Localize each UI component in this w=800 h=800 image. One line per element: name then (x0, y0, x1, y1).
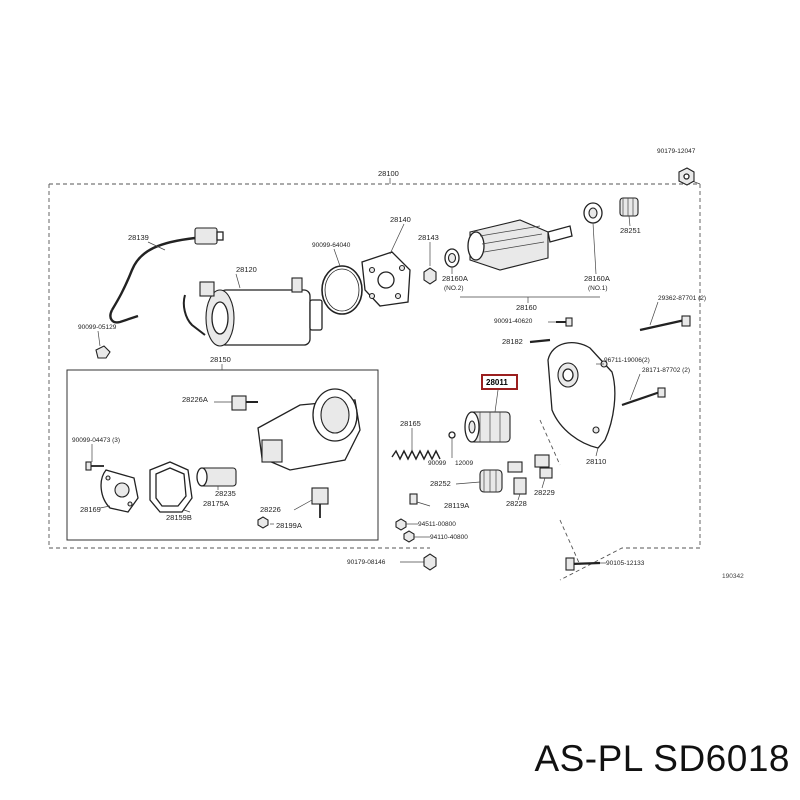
screw-90099-04473 (85, 461, 104, 471)
label-12009: 12009 (455, 460, 473, 467)
label-28229: 28229 (534, 488, 555, 497)
dashed-link-28110 (539, 419, 561, 466)
dashed-link-bolt (559, 519, 581, 566)
gear-28252 (479, 469, 503, 493)
solenoid-housing-28150 (257, 388, 361, 471)
bolt-28171 (621, 387, 666, 407)
label-90099-05129: 90099-05129 (78, 324, 117, 331)
subassembly-box-28150 (66, 369, 379, 541)
label-no1: (NO.1) (588, 285, 608, 292)
gear-28251 (619, 197, 639, 217)
label-28011: 28011 (486, 378, 508, 387)
label-no2: (NO.2) (444, 285, 464, 292)
label-28150: 28150 (210, 355, 231, 364)
label-28182: 28182 (502, 337, 523, 346)
label-96711: 96711-19006(2) (604, 357, 650, 364)
cover-28159B (149, 461, 193, 513)
assembly-frame-28100 (49, 183, 701, 581)
label-28171: 28171-87702 (2) (642, 367, 690, 374)
nut-90179-12047 (678, 167, 695, 186)
label-28160A-no2: 28160A (442, 274, 468, 283)
label-94110: 94110-40800 (430, 534, 468, 541)
fastener-28119A (409, 493, 418, 505)
spring-28165 (391, 449, 441, 461)
highlight-box-28011 (481, 374, 518, 390)
washer-28143 (423, 267, 437, 285)
label-90099-64040: 90099-64040 (312, 242, 351, 249)
label-29362: 29362-87701 (2) (658, 295, 706, 302)
label-28175A: 28175A (203, 499, 229, 508)
label-90091-40620: 90091-40620 (494, 318, 533, 325)
fastener-94511 (395, 518, 407, 531)
label-28226A: 28226A (182, 395, 208, 404)
o-ring-90099-64040 (321, 265, 363, 315)
label-28226: 28226 (260, 505, 281, 514)
terminal-28226 (311, 487, 329, 518)
label-90105: 90105-12133 (606, 560, 645, 567)
through-bolt-29362 (639, 315, 691, 332)
label-28120: 28120 (236, 265, 257, 274)
bolt-90105-12133 (565, 557, 601, 571)
product-caption: AS-PL SD6018 (534, 738, 790, 779)
armature-28160 (467, 219, 573, 271)
plunger-28235 (196, 467, 237, 487)
label-28199A: 28199A (276, 521, 302, 530)
nut-90179-08146 (423, 553, 437, 571)
plate-28169 (100, 469, 139, 513)
retainer-90099-12009 (448, 431, 456, 439)
label-28165: 28165 (400, 419, 421, 428)
bearing-28160A-no1 (583, 202, 603, 224)
label-90179-08146: 90179-08146 (347, 559, 386, 566)
label-28110: 28110 (586, 457, 606, 466)
label-28251: 28251 (620, 226, 641, 235)
label-28235: 28235 (215, 489, 236, 498)
label-28252: 28252 (430, 479, 451, 488)
label-28160: 28160 (516, 303, 537, 312)
terminal-28226A (231, 395, 258, 411)
screw-90091-40620 (556, 317, 573, 327)
bearing-28160A-no2 (444, 248, 460, 268)
reference-code: 190342 (722, 573, 744, 580)
clutch-pinion-28011 (464, 389, 511, 443)
label-28169: 28169 (80, 505, 101, 514)
housing-28110 (547, 342, 616, 449)
fastener-94110 (403, 530, 415, 543)
label-28160A-no1: 28160A (584, 274, 610, 283)
pin-28182 (529, 338, 551, 344)
wire-lead-28139 (109, 227, 224, 324)
label-90179-12047: 90179-12047 (657, 148, 696, 155)
retainer-28228 (507, 461, 527, 495)
clip-90099-05129 (95, 345, 111, 359)
label-90099: 90099 (428, 460, 446, 467)
washer-28199A (257, 516, 269, 529)
label-28119A: 28119A (444, 501, 469, 510)
label-28143: 28143 (418, 233, 439, 242)
label-28100: 28100 (378, 169, 399, 178)
retainer-28229 (534, 454, 553, 479)
label-28228: 28228 (506, 499, 527, 508)
magnetic-switch-28120 (182, 277, 323, 347)
plate-28140 (361, 251, 411, 307)
label-28139: 28139 (128, 233, 149, 242)
label-28140: 28140 (390, 215, 411, 224)
label-94511: 94511-00800 (418, 521, 456, 528)
label-28159B: 28159B (166, 513, 192, 522)
label-90099-04473: 90099-04473 (3) (72, 437, 120, 444)
